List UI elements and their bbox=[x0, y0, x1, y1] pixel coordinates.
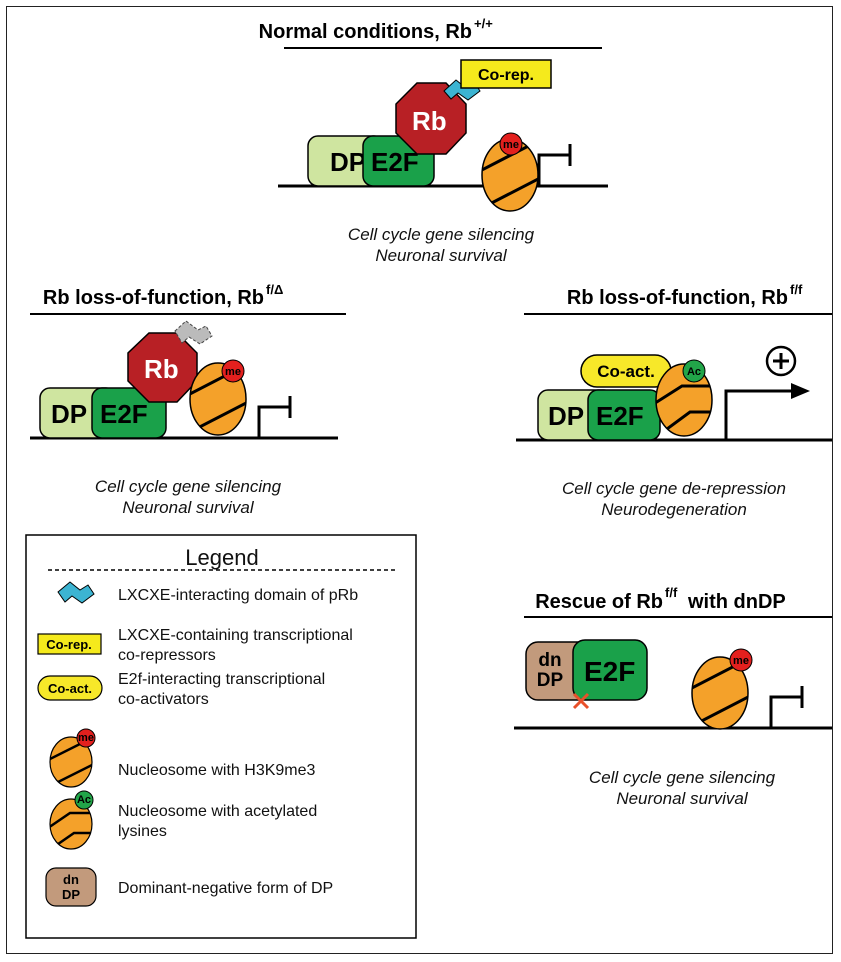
rb-label: Rb bbox=[144, 354, 179, 384]
legend-item-3-text-1: E2f-interacting transcriptional bbox=[118, 671, 325, 688]
legend: Legend LXCXE-interacting domain of pRb C… bbox=[25, 534, 417, 939]
legend-dndp-dp: DP bbox=[62, 887, 80, 902]
panel-rescue-caption-1: Cell cycle gene silencing bbox=[589, 768, 776, 787]
panel-rescue: Rescue of Rb f/f with dnDP dn DP E2F me … bbox=[514, 585, 832, 808]
panel-lof-ff-title-sup: f/f bbox=[790, 282, 803, 297]
legend-item-2-text-2: co-repressors bbox=[118, 647, 216, 664]
legend-title: Legend bbox=[185, 545, 258, 570]
panel-lof-delta-caption-2: Neuronal survival bbox=[122, 498, 255, 517]
legend-item-5-text-2: lysines bbox=[118, 823, 167, 840]
dp-label: DP bbox=[548, 401, 584, 431]
legend-item-6-text: Dominant-negative form of DP bbox=[118, 880, 333, 897]
e2f-protein bbox=[572, 639, 648, 701]
panel-normal-title: Normal conditions, Rb bbox=[259, 21, 472, 43]
legend-item-3-text-2: co-activators bbox=[118, 691, 209, 708]
legend-item-1-text: LXCXE-interacting domain of pRb bbox=[118, 587, 358, 604]
corep-label: Co-rep. bbox=[478, 67, 534, 84]
corep-icon bbox=[37, 633, 102, 655]
dndp-icon bbox=[45, 867, 97, 907]
panel-rescue-caption-2: Neuronal survival bbox=[616, 789, 749, 808]
panel-rescue-title-prefix: Rescue of Rb bbox=[535, 591, 663, 613]
dp-label: DP bbox=[330, 147, 366, 177]
panel-lof-delta-title-sup: f/Δ bbox=[266, 282, 283, 297]
e2f-label: E2F bbox=[584, 656, 635, 687]
legend-coact-label: Co-act. bbox=[48, 681, 92, 696]
legend-corep-label: Co-rep. bbox=[46, 637, 92, 652]
dp-label: DP bbox=[51, 399, 87, 429]
e2f-label: E2F bbox=[371, 147, 419, 177]
coact-label: Co-act. bbox=[597, 362, 655, 381]
panel-lof-ff-title: Rb loss-of-function, Rb bbox=[567, 287, 788, 309]
promoter-arrow-blocked bbox=[769, 695, 802, 728]
me-label: me bbox=[225, 366, 241, 378]
promoter-arrow-blocked bbox=[257, 405, 290, 438]
coact-icon bbox=[37, 675, 103, 701]
ac-label: Ac bbox=[687, 366, 701, 378]
e2f-label: E2F bbox=[100, 399, 148, 429]
dndp-label-dp: DP bbox=[537, 670, 564, 691]
legend-ac-label: Ac bbox=[77, 794, 91, 806]
nucleosome-ac-icon bbox=[49, 798, 93, 850]
panel-lof-delta-title: Rb loss-of-function, Rb bbox=[43, 287, 264, 309]
nucleosome bbox=[691, 656, 749, 730]
lxcxe-domain-icon bbox=[57, 581, 95, 604]
legend-dndp-dn: dn bbox=[63, 872, 79, 887]
me-label: me bbox=[733, 655, 749, 667]
panel-rescue-title-suffix: with dnDP bbox=[687, 591, 786, 613]
panel-lof-ff: Rb loss-of-function, Rb f/f DP E2F Co-ac… bbox=[516, 282, 832, 519]
panel-normal-caption-1: Cell cycle gene silencing bbox=[348, 225, 535, 244]
panel-normal-caption-2: Neuronal survival bbox=[375, 246, 508, 265]
panel-lof-delta-caption-1: Cell cycle gene silencing bbox=[95, 477, 282, 496]
legend-item-4-text: Nucleosome with H3K9me3 bbox=[118, 762, 316, 779]
me-mark bbox=[499, 132, 523, 156]
legend-me-label: me bbox=[78, 732, 94, 744]
panel-rescue-title-sup: f/f bbox=[665, 585, 678, 600]
legend-item-5-text-1: Nucleosome with acetylated bbox=[118, 803, 317, 820]
ac-mark bbox=[74, 790, 94, 810]
panel-normal: Normal conditions, Rb +/+ DP E2F Rb Co-r… bbox=[259, 16, 608, 265]
panel-normal-title-sup: +/+ bbox=[474, 16, 493, 31]
legend-item-2-text-1: LXCXE-containing transcriptional bbox=[118, 627, 353, 644]
rb-label: Rb bbox=[412, 106, 447, 136]
nucleosome-me-icon bbox=[49, 736, 93, 788]
panel-lof-ff-caption-1: Cell cycle gene de-repression bbox=[562, 479, 786, 498]
panel-lof-ff-caption-2: Neurodegeneration bbox=[601, 500, 747, 519]
figure-frame bbox=[6, 6, 833, 954]
promoter-arrow-active bbox=[724, 389, 795, 440]
panel-lof-delta: Rb loss-of-function, Rb f/Δ DP E2F Rb me… bbox=[30, 282, 346, 517]
promoter-arrow-blocked bbox=[537, 153, 570, 186]
dndp-label-dn: dn bbox=[538, 650, 561, 671]
ac-mark bbox=[682, 359, 706, 383]
nucleosome bbox=[655, 363, 713, 437]
me-mark bbox=[729, 648, 753, 672]
e2f-label: E2F bbox=[596, 401, 644, 431]
me-label: me bbox=[503, 139, 519, 151]
me-mark bbox=[76, 728, 96, 748]
corep-box bbox=[460, 59, 552, 89]
me-mark bbox=[221, 359, 245, 383]
lxcxe-domain-deleted-icon bbox=[174, 320, 213, 345]
